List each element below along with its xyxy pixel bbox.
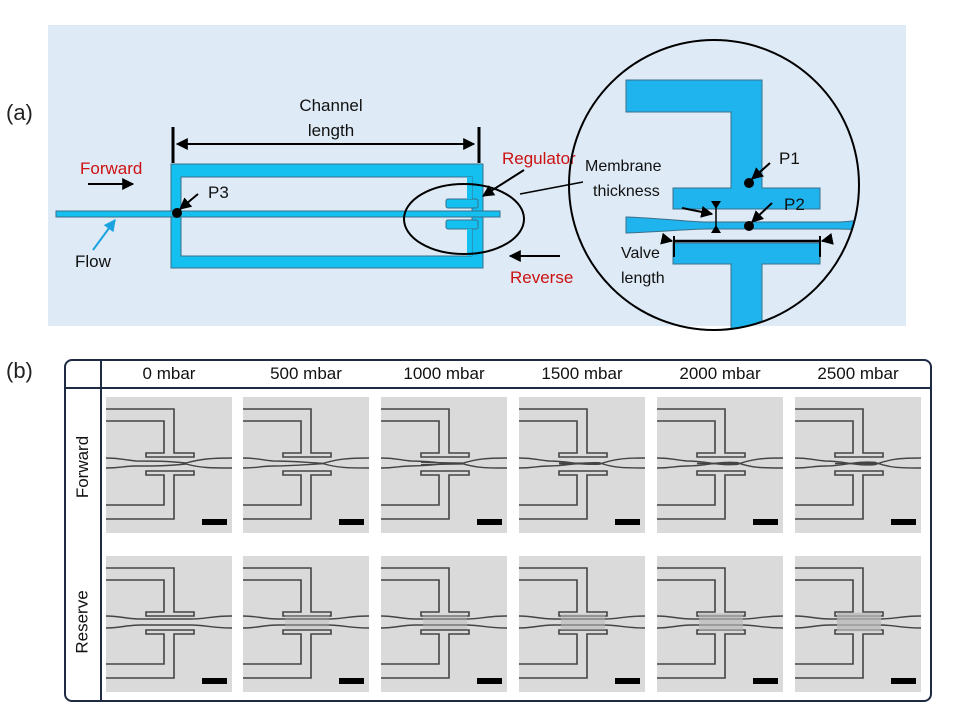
micrograph-drawing — [243, 556, 369, 692]
micrograph-drawing — [106, 397, 232, 533]
channel-length-label-2: length — [308, 121, 354, 140]
scale-bar — [615, 678, 640, 684]
scale-bar — [891, 519, 916, 525]
row-header-divider — [100, 361, 102, 700]
column-header-1500-mbar: 1500 mbar — [541, 364, 623, 383]
micrograph-forward-1000-mbar — [381, 397, 507, 533]
scale-bar — [477, 519, 502, 525]
panel-a-diagram: Channel length Regulator Forward Reverse… — [55, 39, 860, 331]
micrograph-drawing — [657, 556, 783, 692]
column-header-2000-mbar: 2000 mbar — [679, 364, 761, 383]
header-divider — [66, 387, 930, 389]
p3-point — [172, 208, 182, 218]
scale-bar — [339, 678, 364, 684]
p2-arrow — [751, 202, 773, 223]
micrograph-reverse-500-mbar — [243, 556, 369, 692]
micrograph-drawing — [106, 556, 232, 692]
micrograph-reverse-1000-mbar — [381, 556, 507, 692]
micrograph-forward-1500-mbar — [519, 397, 645, 533]
micrograph-drawing — [381, 556, 507, 692]
reverse-label: Reverse — [510, 268, 573, 287]
main-flow-channel — [55, 210, 501, 218]
membrane-pointer — [681, 205, 714, 218]
scale-bar — [753, 519, 778, 525]
zoom-upper-control-channel — [625, 79, 821, 210]
zoom-connector-line — [519, 181, 584, 195]
panel-b-label: (b) — [6, 358, 33, 383]
micrograph-reverse-1500-mbar — [519, 556, 645, 692]
scale-bar — [615, 519, 640, 525]
flow-label: Flow — [75, 252, 112, 271]
membrane-label-1: Membrane — [585, 158, 662, 175]
column-header-1000-mbar: 1000 mbar — [403, 364, 485, 383]
regulator-upper-pad — [445, 198, 479, 209]
p3-label: P3 — [208, 183, 229, 202]
scale-bar — [202, 519, 227, 525]
micrograph-drawing — [519, 397, 645, 533]
micrograph-forward-500-mbar — [243, 397, 369, 533]
flow-arrow — [92, 219, 116, 251]
row-label-reverse: Reserve — [73, 590, 92, 654]
micrograph-drawing — [657, 397, 783, 533]
column-header-2500-mbar: 2500 mbar — [817, 364, 899, 383]
pressure-image-grid: 0 mbar 500 mbar 1000 mbar 1500 mbar 2000 mba… — [64, 359, 932, 702]
column-header-500-mbar: 500 mbar — [270, 364, 342, 383]
regulator-label: Regulator — [502, 149, 576, 168]
scale-bar — [753, 678, 778, 684]
p1-point — [744, 178, 754, 188]
micrograph-reverse-0-mbar — [106, 556, 232, 692]
membrane-label-2: thickness — [593, 183, 660, 200]
micrograph-drawing — [795, 556, 921, 692]
scale-bar — [891, 678, 916, 684]
micrograph-forward-2500-mbar — [795, 397, 921, 533]
micrograph-reverse-2500-mbar — [795, 556, 921, 692]
zoom-circle — [568, 39, 860, 331]
micrograph-reverse-2000-mbar — [657, 556, 783, 692]
channel-length-label-1: Channel — [299, 96, 362, 115]
valve-label-1: Valve — [621, 245, 660, 262]
p2-label: P2 — [784, 195, 805, 214]
row-label-forward: Forward — [73, 435, 93, 498]
valve-label-2: length — [621, 270, 665, 287]
scale-bar — [202, 678, 227, 684]
panel-a-label: (a) — [6, 100, 33, 125]
regulator-lower-pad — [445, 219, 479, 230]
regulator-highlight-ellipse — [403, 183, 525, 255]
regulator-arrow — [481, 169, 525, 197]
p1-label: P1 — [779, 149, 800, 168]
micrograph-drawing — [519, 556, 645, 692]
regulator-zoom-detail — [625, 79, 859, 330]
micrograph-forward-0-mbar — [106, 397, 232, 533]
column-header-0-mbar: 0 mbar — [142, 364, 196, 383]
micrograph-forward-2000-mbar — [657, 397, 783, 533]
scale-bar — [477, 678, 502, 684]
micrograph-drawing — [795, 397, 921, 533]
scale-bar — [339, 519, 364, 525]
micrograph-drawing — [381, 397, 507, 533]
p3-arrow — [179, 193, 199, 210]
forward-label: Forward — [80, 159, 142, 178]
p2-point — [744, 221, 754, 231]
p1-arrow — [751, 162, 771, 180]
micrograph-drawing — [243, 397, 369, 533]
